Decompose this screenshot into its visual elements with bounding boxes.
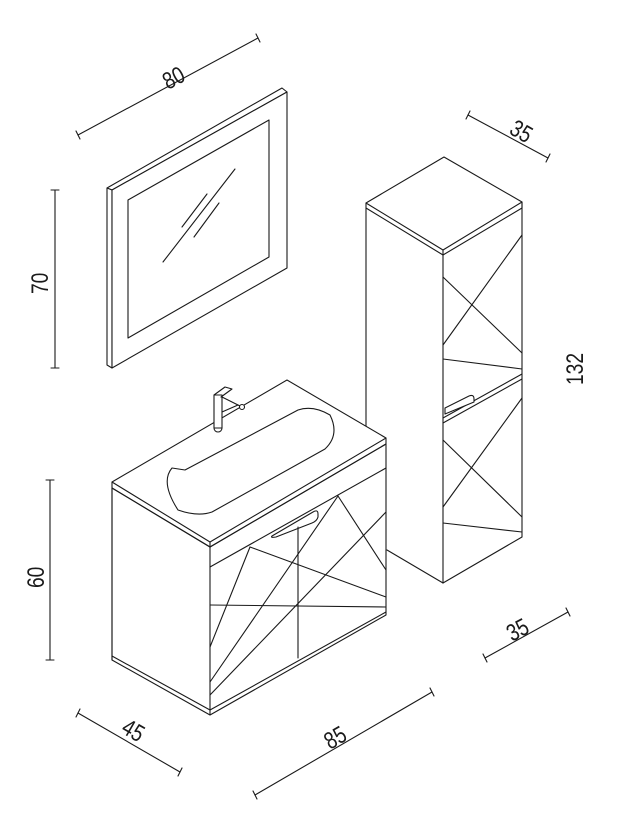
dimension-mirror-height: 70 <box>26 189 60 369</box>
mirror <box>106 87 288 369</box>
label-vanity-width: 85 <box>319 720 351 755</box>
label-column-width: 35 <box>502 612 534 646</box>
dimension-vanity-height: 60 <box>22 479 55 661</box>
basin <box>166 407 335 515</box>
dimension-column-depth: 35 <box>465 110 551 163</box>
vanity-handle <box>270 510 319 538</box>
dimension-vanity-width: 85 <box>252 687 435 800</box>
label-column-height: 132 <box>561 353 589 385</box>
label-mirror-height: 70 <box>26 273 54 294</box>
label-vanity-height: 60 <box>22 567 50 588</box>
dimension-column-height: 132 <box>561 353 589 385</box>
dimension-vanity-depth: 45 <box>75 708 183 777</box>
label-column-depth: 35 <box>505 114 537 149</box>
faucet <box>213 386 246 433</box>
label-vanity-depth: 45 <box>117 713 149 748</box>
column-handle <box>444 394 475 415</box>
tall-column-cabinet <box>365 156 523 584</box>
mirror-glass <box>127 119 270 339</box>
vanity-unit <box>111 379 387 716</box>
dimension-column-width: 35 <box>482 607 571 663</box>
